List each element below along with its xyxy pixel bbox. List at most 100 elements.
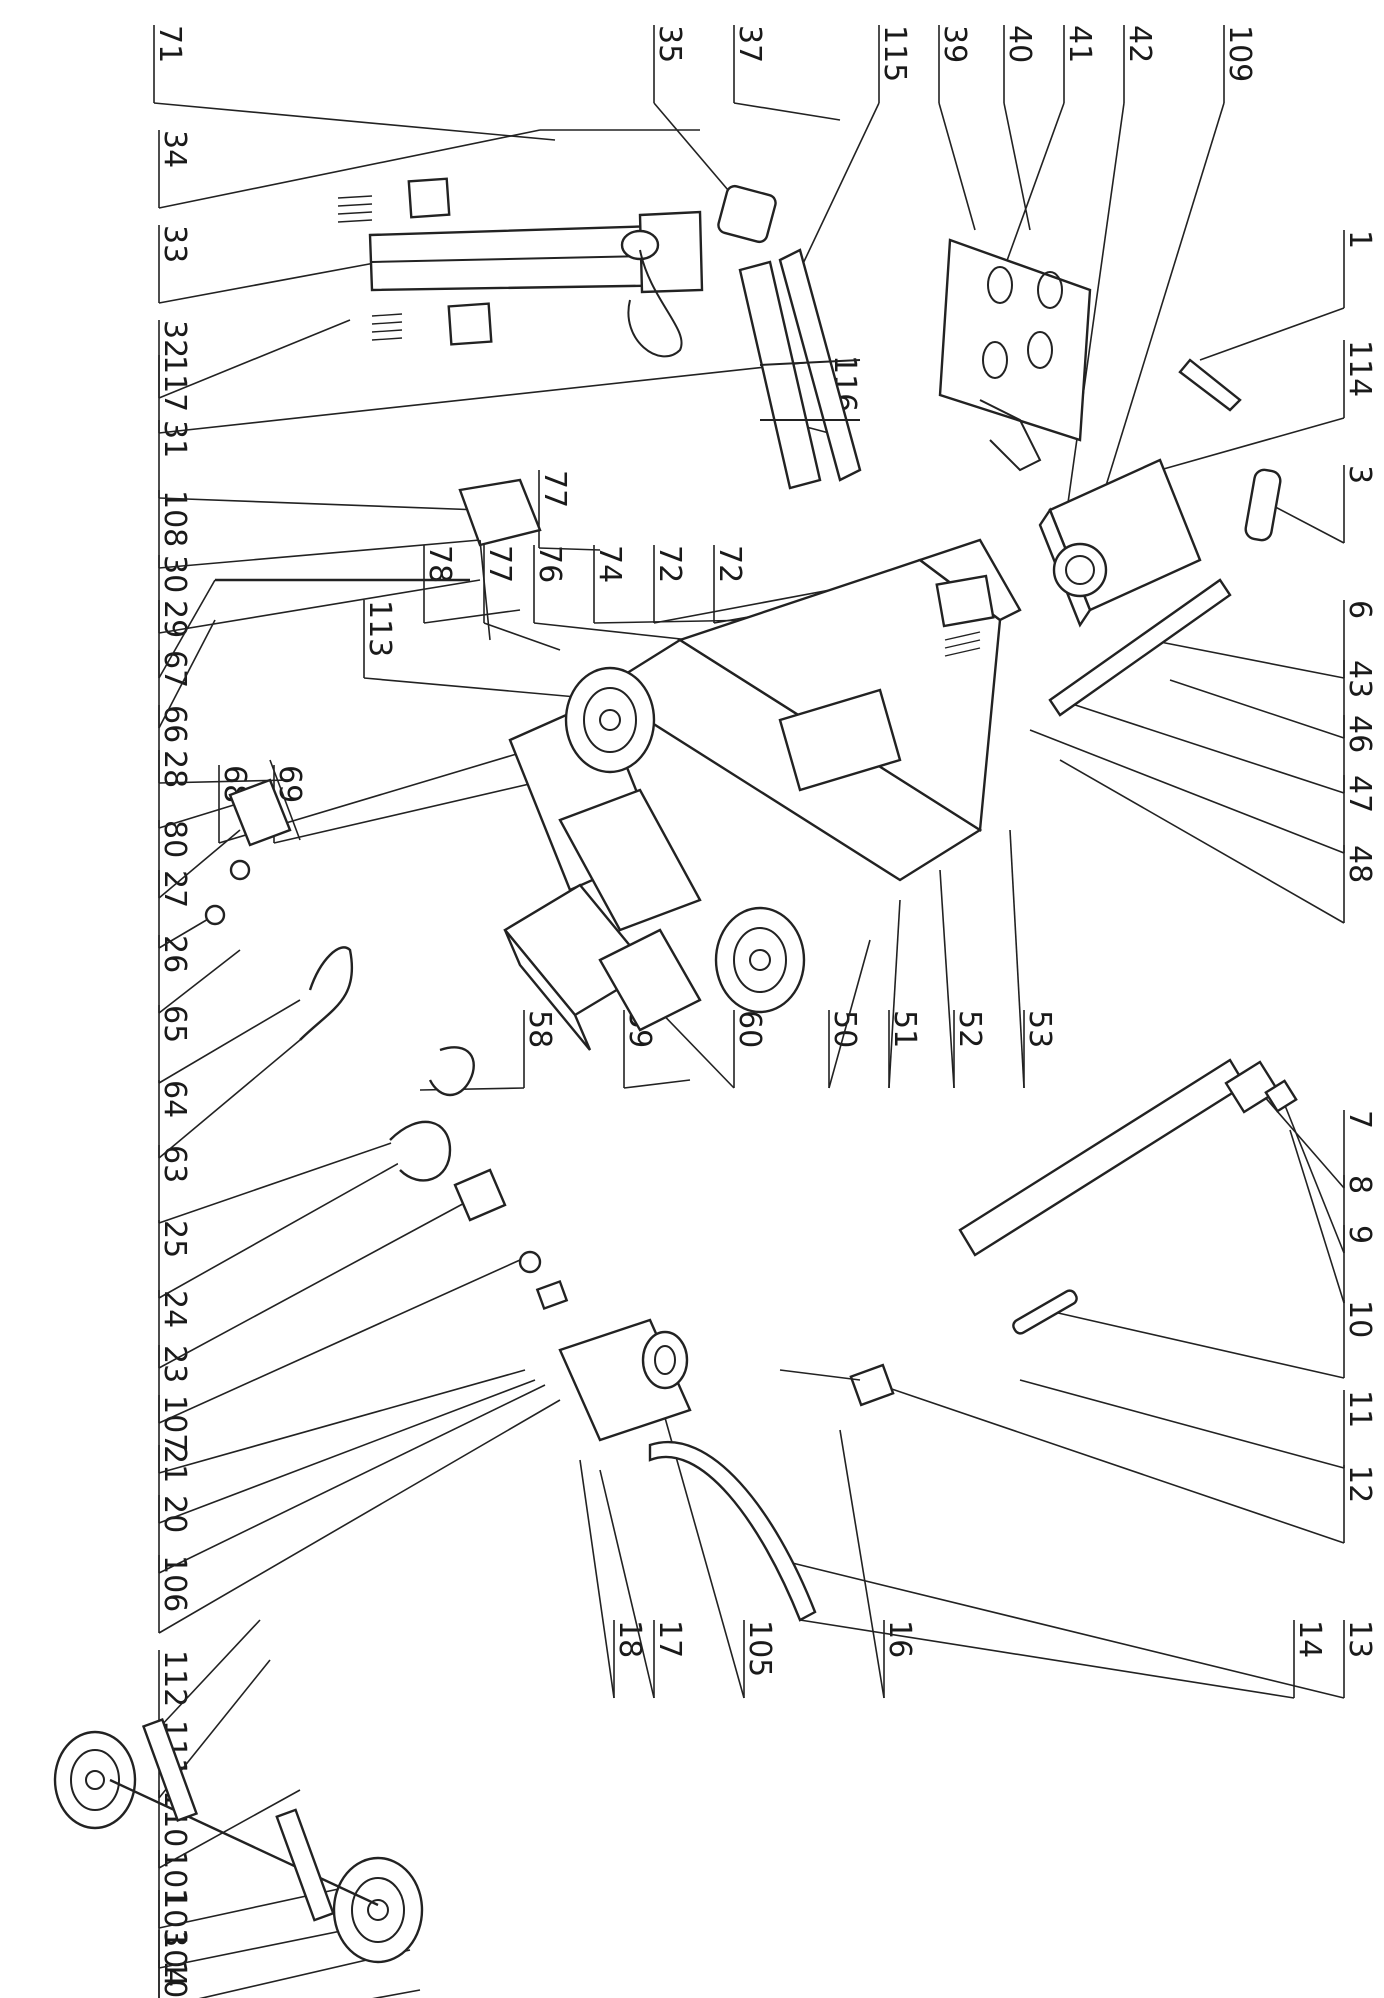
wheel-lower bbox=[714, 906, 806, 1014]
part-number-label: 11 bbox=[1342, 1390, 1377, 1428]
part-31-bracket bbox=[458, 478, 542, 641]
leader-line bbox=[1003, 102, 1031, 231]
part-number-label: 117 bbox=[157, 355, 192, 412]
part-number-label: 14 bbox=[1292, 1620, 1327, 1658]
leader-line bbox=[158, 579, 481, 634]
part-number-label: 72 bbox=[712, 545, 747, 583]
part-number-label: 104 bbox=[157, 1930, 192, 1987]
leader-line bbox=[372, 1989, 421, 1998]
part-number-label: 52 bbox=[952, 1010, 987, 1048]
leader-line bbox=[158, 359, 831, 434]
wheel-left bbox=[53, 1730, 137, 1830]
part-number-label: 8 bbox=[1342, 1175, 1377, 1194]
leader-line bbox=[828, 939, 871, 1089]
part-drawings bbox=[53, 129, 1298, 1964]
leader-line bbox=[158, 999, 301, 1084]
leader-line bbox=[999, 102, 1065, 281]
part-number-label: 10 bbox=[1342, 1300, 1377, 1338]
part-60-box bbox=[503, 883, 702, 1051]
hose-fittings bbox=[299, 946, 569, 1311]
leader-line bbox=[158, 1039, 301, 1159]
leader-line bbox=[1059, 759, 1345, 924]
leader-line bbox=[599, 1469, 655, 1699]
part-number-label: 31 bbox=[157, 420, 192, 458]
part-number-label: 13 bbox=[1342, 1620, 1377, 1658]
part-number-label: 65 bbox=[157, 1005, 192, 1043]
part-number-label: 103 bbox=[157, 1890, 192, 1947]
part-number-label: 72 bbox=[652, 545, 687, 583]
part-number-label: 23 bbox=[157, 1345, 192, 1383]
valve-assembly bbox=[204, 759, 301, 926]
upper-tube-assembly bbox=[368, 129, 704, 358]
part-number-label: 105 bbox=[742, 1620, 777, 1677]
part-number-label: 63 bbox=[157, 1145, 192, 1183]
wheel-upper bbox=[564, 666, 656, 774]
leader-line bbox=[538, 547, 601, 551]
leader-line bbox=[799, 1619, 1295, 1699]
leader-line bbox=[1199, 307, 1345, 361]
leader-line bbox=[423, 609, 521, 624]
part-number-label: 60 bbox=[732, 1010, 767, 1048]
leader-line bbox=[653, 589, 831, 624]
part-number-label: 113 bbox=[362, 600, 397, 657]
part-number-label: 107 bbox=[157, 1395, 192, 1452]
part-number-label: 58 bbox=[522, 1010, 557, 1048]
leader-line bbox=[158, 1399, 561, 1634]
leader-line bbox=[733, 102, 841, 121]
leader-line bbox=[158, 1139, 401, 1224]
part-number-label: 32 bbox=[157, 320, 192, 358]
part-number-label: 6 bbox=[1342, 600, 1377, 619]
part-number-label: 17 bbox=[652, 1620, 687, 1658]
leader-line bbox=[158, 949, 241, 1014]
part-number-label: 78 bbox=[422, 545, 457, 583]
part-number-label: 40 bbox=[1002, 25, 1037, 63]
part-number-label: 48 bbox=[1342, 845, 1377, 883]
leader-line bbox=[938, 102, 976, 231]
part-number-label: 64 bbox=[157, 1080, 192, 1118]
part-number-label: 115 bbox=[877, 25, 912, 82]
part-number-label: 109 bbox=[1222, 25, 1257, 82]
leader-line bbox=[158, 1379, 536, 1524]
part-12-elbow bbox=[779, 1363, 895, 1407]
plates bbox=[337, 177, 493, 346]
leader-line bbox=[158, 579, 216, 679]
part-number-label: 25 bbox=[157, 1220, 192, 1258]
part-35 bbox=[717, 184, 777, 244]
part-number-label: 80 bbox=[157, 820, 192, 858]
part-110-axle bbox=[109, 1718, 379, 1922]
part-number-label: 18 bbox=[612, 1620, 647, 1658]
part-number-label: 46 bbox=[1342, 715, 1377, 753]
leader-line bbox=[623, 1079, 691, 1089]
leader-line bbox=[1019, 1379, 1345, 1469]
part-3-grip bbox=[1244, 468, 1282, 542]
leader-line bbox=[158, 1369, 526, 1474]
part-1-bracket bbox=[1178, 358, 1242, 412]
part-41-plate bbox=[938, 238, 1092, 472]
leader-line bbox=[579, 1459, 615, 1699]
leader-line bbox=[1149, 639, 1345, 679]
wheel-right bbox=[332, 1856, 424, 1964]
part-number-label: 53 bbox=[1022, 1010, 1057, 1048]
leader-line bbox=[158, 1199, 471, 1369]
part-number-label: 42 bbox=[1122, 25, 1157, 63]
leader-line bbox=[888, 899, 901, 1089]
leader-line bbox=[1281, 1097, 1345, 1254]
leader-line bbox=[158, 539, 481, 569]
part-114-housing bbox=[1038, 458, 1202, 628]
leader-line bbox=[939, 869, 955, 1089]
part-number-label: 33 bbox=[157, 225, 192, 263]
part-number-label: 34 bbox=[157, 130, 192, 168]
leader-line bbox=[158, 1789, 301, 1869]
part-number-label: 20 bbox=[157, 1495, 192, 1533]
leader-line bbox=[158, 319, 351, 399]
part-number-label: 47 bbox=[1342, 775, 1377, 813]
part-number-label: 77 bbox=[482, 545, 517, 583]
leader-line bbox=[1159, 417, 1345, 471]
leader-line bbox=[158, 497, 481, 511]
part-10-pin bbox=[1012, 1289, 1078, 1335]
part-number-label: 101 bbox=[157, 1960, 192, 1998]
leader-line bbox=[158, 1139, 441, 1299]
part-number-label: 26 bbox=[157, 935, 192, 973]
leader-line bbox=[158, 1619, 261, 1729]
leader-line bbox=[879, 1384, 1345, 1544]
